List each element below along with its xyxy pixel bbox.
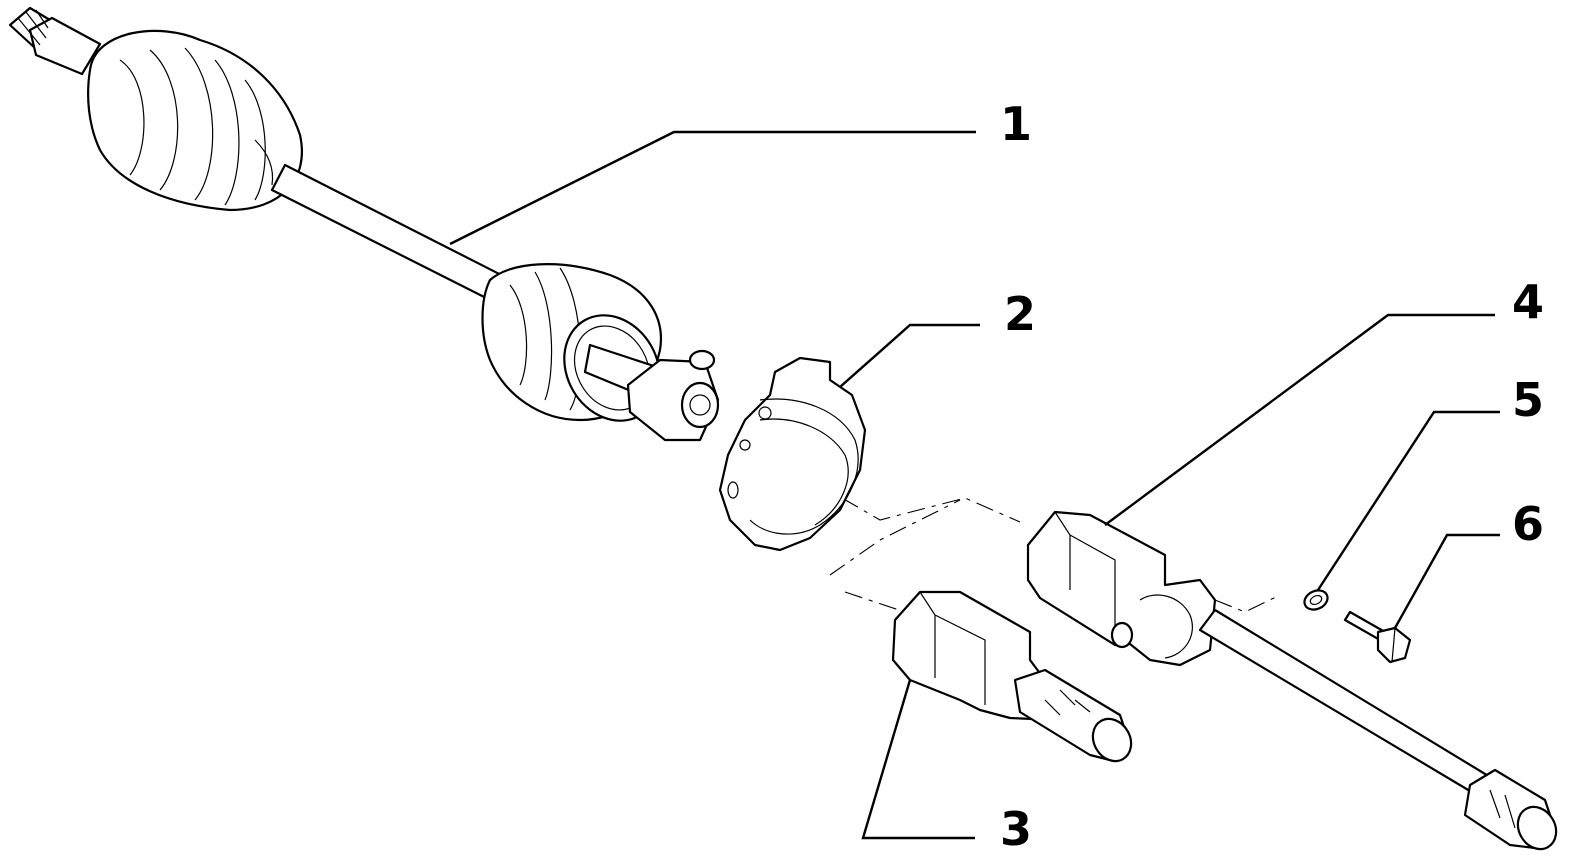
leader-line-3 [861, 679, 975, 840]
callout-labels: 1 2 3 4 5 6 [1000, 97, 1544, 856]
callout-5: 5 [1512, 373, 1544, 427]
callout-1: 1 [1000, 97, 1032, 151]
leader-line-4 [1104, 313, 1495, 526]
leader-line-6 [1393, 533, 1500, 629]
leader-lines [449, 130, 1500, 840]
washer [1303, 589, 1329, 611]
drive-shaft-assembly [8, 6, 720, 442]
right-drive-shaft [1026, 510, 1558, 851]
inner-joint-housing [891, 590, 1133, 763]
callout-4: 4 [1512, 275, 1544, 329]
callout-2: 2 [1004, 287, 1036, 341]
clamp-bracket [718, 356, 867, 552]
leader-line-2 [839, 323, 980, 388]
leader-line-1 [449, 130, 976, 246]
callout-3: 3 [1000, 802, 1032, 856]
bolt [1343, 610, 1412, 664]
callout-6: 6 [1512, 497, 1544, 551]
assembly-axis-lines [779, 461, 1281, 613]
leader-line-5 [1316, 410, 1500, 591]
